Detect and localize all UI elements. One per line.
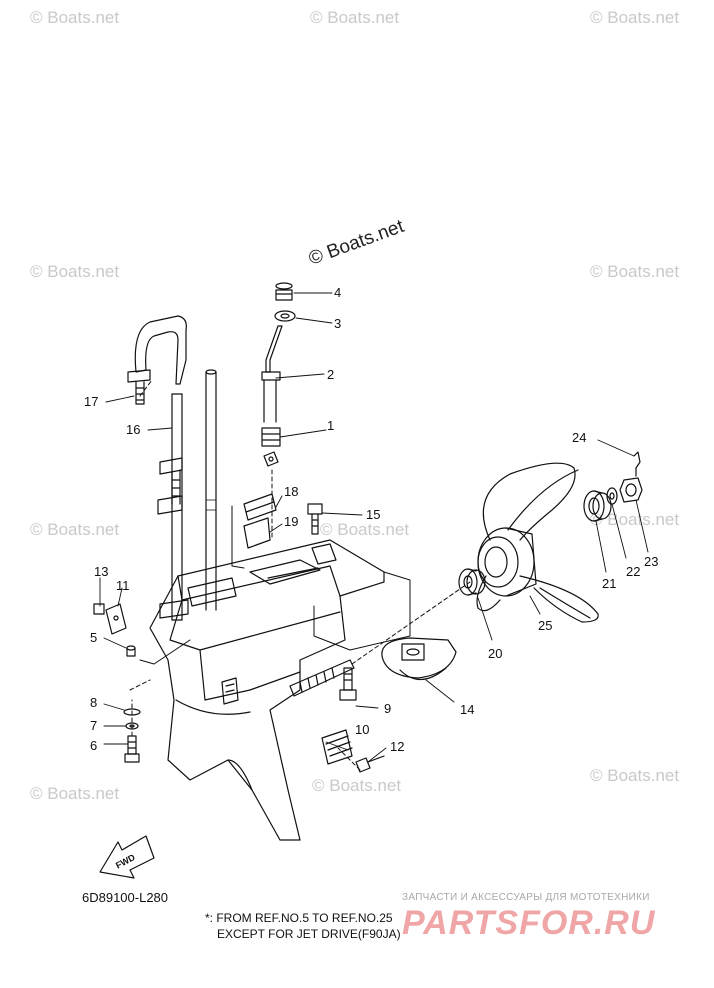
- bolt-9: [339, 667, 357, 701]
- callout-6[interactable]: 6: [90, 738, 97, 753]
- watermark: © Boats.net: [590, 766, 680, 785]
- callout-14[interactable]: 14: [460, 702, 474, 717]
- callout-21[interactable]: 21: [602, 576, 616, 591]
- callout-10[interactable]: 10: [355, 722, 369, 737]
- watermark: © Boats.net: [320, 520, 410, 539]
- callout-16[interactable]: 16: [126, 422, 140, 437]
- shop-logo[interactable]: PARTSFOR.RU: [402, 904, 656, 942]
- shop-tagline: ЗАПЧАСТИ И АКСЕССУАРЫ ДЛЯ МОТОТЕХНИКИ: [402, 892, 650, 903]
- watermark: © Boats.net: [590, 262, 680, 281]
- leader-lines: [99, 292, 649, 763]
- callout-18[interactable]: 18: [284, 484, 298, 499]
- prop-nut-set: [583, 451, 643, 522]
- callout-24[interactable]: 24: [572, 430, 586, 445]
- callout-1[interactable]: 1: [327, 418, 334, 433]
- callout-22[interactable]: 22: [626, 564, 640, 579]
- callout-4[interactable]: 4: [334, 285, 341, 300]
- callout-17[interactable]: 17: [84, 394, 98, 409]
- callout-9[interactable]: 9: [384, 701, 391, 716]
- fwd-arrow: [99, 835, 155, 879]
- callout-23[interactable]: 23: [644, 554, 658, 569]
- watermark: © Boats.net: [590, 510, 680, 529]
- propeller-shaft: [289, 659, 355, 697]
- drive-shaft: [205, 369, 217, 611]
- callout-12[interactable]: 12: [390, 739, 404, 754]
- bolt-15: [307, 503, 323, 535]
- propeller: [476, 462, 599, 623]
- callout-2[interactable]: 2: [327, 367, 334, 382]
- anode: [321, 729, 385, 773]
- callout-numbers: 1 2 3 4 5 6 7 8 9 10 11 12 13 14 15 16 1…: [84, 285, 658, 871]
- callout-7[interactable]: 7: [90, 718, 97, 733]
- thrust-washer: [458, 568, 486, 596]
- callout-11[interactable]: 11: [116, 578, 130, 593]
- watermark: © Boats.net: [30, 520, 120, 539]
- water-pipe: [261, 282, 296, 467]
- callout-20[interactable]: 20: [488, 646, 502, 661]
- watermark: © Boats.net: [312, 776, 402, 795]
- footnote-line-2: EXCEPT FOR JET DRIVE(F90JA): [217, 927, 401, 941]
- gasket-plates: [231, 493, 277, 569]
- diagram-code: 6D89100-L280: [82, 890, 169, 905]
- lower-unit-housing: [149, 539, 385, 841]
- watermark: © Boats.net: [590, 8, 680, 27]
- watermark: © Boats.net: [30, 784, 120, 803]
- explode-lines: [129, 379, 471, 771]
- callout-13[interactable]: 13: [94, 564, 108, 579]
- watermark: © Boats.net: [30, 8, 120, 27]
- callout-15[interactable]: 15: [366, 507, 380, 522]
- trim-tab: [381, 637, 457, 681]
- callout-5[interactable]: 5: [90, 630, 97, 645]
- watermark: © Boats.net: [30, 262, 120, 281]
- water-tube: [127, 315, 189, 621]
- clip-and-screws: [93, 603, 136, 657]
- callout-25[interactable]: 25: [538, 618, 552, 633]
- footnote-line-1: *: FROM REF.NO.5 TO REF.NO.25: [205, 911, 393, 925]
- callout-3[interactable]: 3: [334, 316, 341, 331]
- watermark: © Boats.net: [310, 8, 400, 27]
- bolt-6-washers: [123, 708, 141, 763]
- callout-19[interactable]: 19: [284, 514, 298, 529]
- callout-8[interactable]: 8: [90, 695, 97, 710]
